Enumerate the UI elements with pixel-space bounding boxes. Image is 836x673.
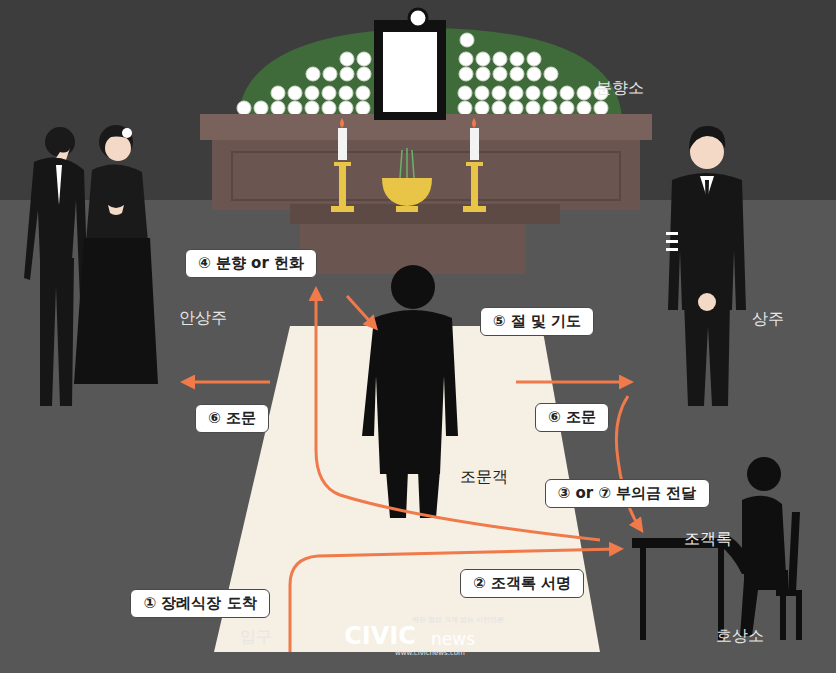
step-box: ⑥ 조문 (195, 404, 269, 433)
step-label: ④ 분향 or 헌화 (198, 254, 304, 273)
flower (323, 67, 337, 81)
candle-stand (331, 162, 354, 212)
flower (476, 67, 490, 81)
flower (288, 101, 302, 115)
flower (305, 101, 319, 115)
flower (475, 101, 489, 115)
person-label: 안상주 (179, 308, 227, 329)
portrait (383, 32, 437, 112)
visitor-silhouette (362, 265, 458, 518)
flower (237, 101, 251, 115)
step-box: ② 조객록 서명 (460, 569, 584, 598)
flower (458, 101, 472, 115)
flower (459, 67, 473, 81)
flower (322, 101, 336, 115)
flower-arch (238, 28, 622, 118)
area-label: 입구 (240, 627, 272, 648)
flower (493, 67, 507, 81)
flower (305, 86, 319, 100)
flower (527, 67, 541, 81)
flower (492, 86, 506, 100)
altar-table (290, 204, 560, 224)
flowers (237, 33, 608, 115)
step-label: ① 장례식장 도착 (143, 594, 256, 613)
flower (356, 101, 370, 115)
woman-mourner (74, 125, 158, 384)
flower (288, 86, 302, 100)
step-label: ③ or ⑦ 부의금 전달 (558, 484, 697, 503)
step-box: ⑥ 조문 (535, 403, 609, 432)
portrait-frame (374, 10, 446, 120)
flower (493, 52, 507, 66)
flower (577, 101, 591, 115)
flower (322, 86, 336, 100)
flower (526, 101, 540, 115)
flower (340, 52, 354, 66)
area-label: 호상소 (716, 626, 764, 647)
flower (271, 86, 285, 100)
step-label: ⑥ 조문 (548, 408, 596, 427)
logo: news (431, 629, 475, 649)
flower (356, 86, 370, 100)
person-label: 상주 (752, 309, 784, 330)
chief-mourner (666, 126, 746, 406)
flower (560, 86, 574, 100)
flower (526, 86, 540, 100)
area-label: 분향소 (596, 78, 644, 99)
flower (544, 67, 558, 81)
altar-body (212, 140, 640, 210)
flower (510, 67, 524, 81)
person-label: 조문객 (460, 467, 508, 488)
flower (339, 101, 353, 115)
incense-bowl (382, 178, 432, 206)
logo-tagline: 작은 정보 크게 보는 시민언론 (412, 615, 505, 625)
flower (527, 52, 541, 66)
logo: CIVIC (344, 622, 416, 650)
step-box: ④ 분향 or 헌화 (185, 249, 317, 278)
flower (577, 86, 591, 100)
candle-stand (463, 162, 486, 212)
flower (460, 33, 474, 47)
step-label: ⑥ 조문 (208, 409, 256, 428)
flower (543, 101, 557, 115)
flower (306, 67, 320, 81)
flower (510, 52, 524, 66)
logo-url: www.civicnews.com (395, 649, 465, 657)
flower (357, 67, 371, 81)
step-label: ② 조객록 서명 (473, 574, 571, 593)
flower (476, 52, 490, 66)
flower (509, 101, 523, 115)
flower (492, 101, 506, 115)
step-box: ⑤ 절 및 기도 (480, 307, 594, 336)
flower (271, 101, 285, 115)
flower (458, 86, 472, 100)
flower (543, 86, 557, 100)
object-label: 조객록 (684, 529, 732, 550)
flower (459, 52, 473, 66)
step-label: ⑤ 절 및 기도 (493, 312, 581, 331)
flower (594, 101, 608, 115)
step-box: ① 장례식장 도착 (130, 589, 269, 618)
flower (339, 86, 353, 100)
step-box: ③ or ⑦ 부의금 전달 (545, 479, 710, 508)
flower (509, 86, 523, 100)
flower (560, 101, 574, 115)
flower (475, 86, 489, 100)
flower (357, 52, 371, 66)
flower (254, 101, 268, 115)
flower (340, 67, 354, 81)
